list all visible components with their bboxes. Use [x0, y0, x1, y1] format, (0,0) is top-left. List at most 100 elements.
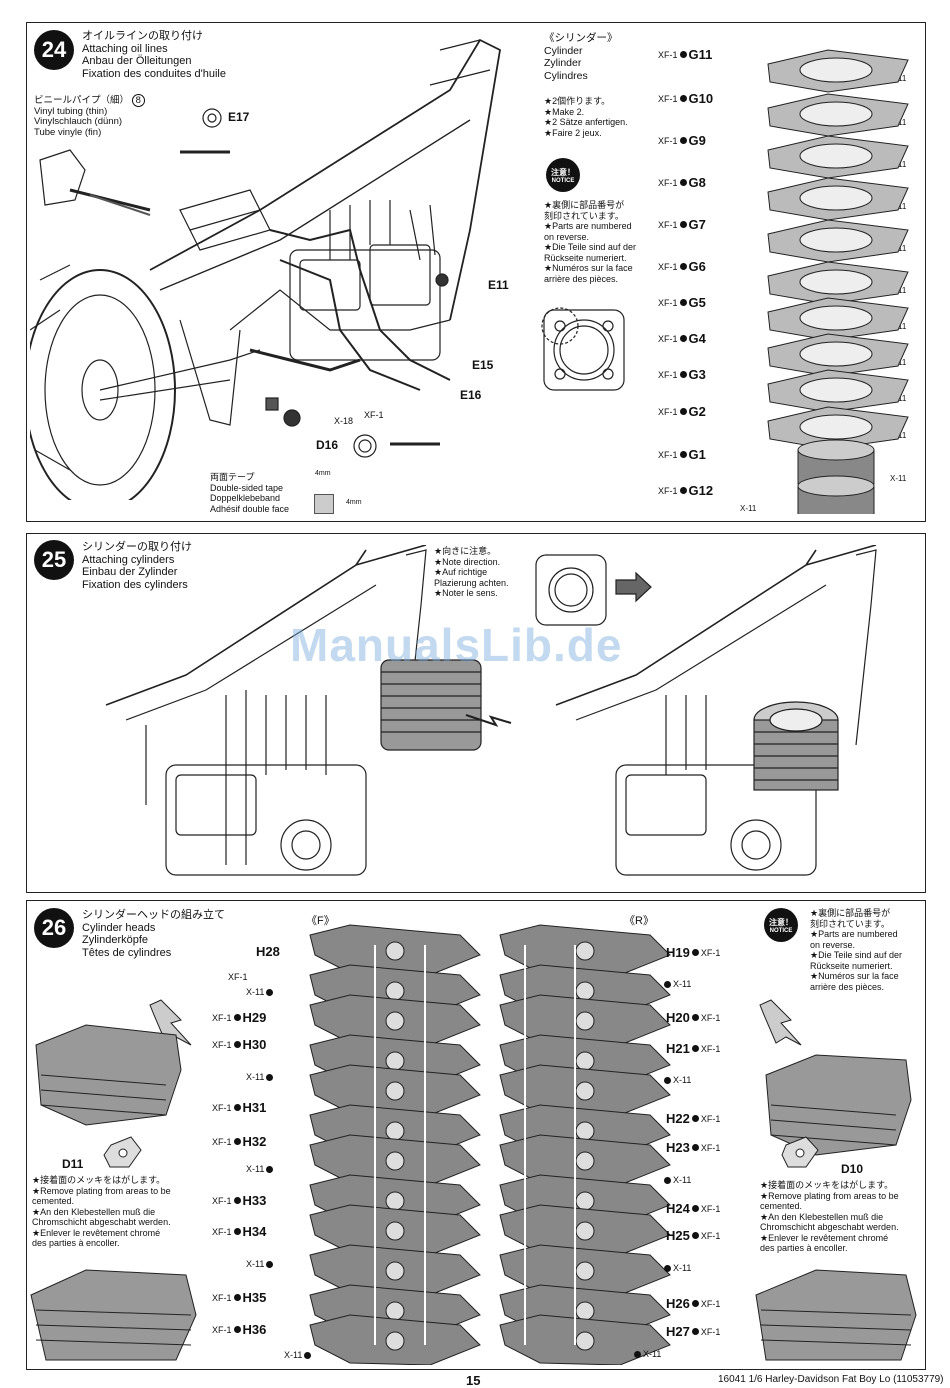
xf1-label: XF-1: [700, 1113, 721, 1124]
footer-model-code: 16041: [718, 1374, 746, 1385]
watermark: ManualsLib.de: [290, 619, 623, 671]
paint-dot-icon: [233, 1041, 241, 1048]
make-note: ★2個作ります。 ★Make 2. ★2 Sätze anfertigen. ★…: [544, 96, 628, 138]
part-id: H26: [666, 1296, 690, 1311]
x11-text: X-11: [246, 987, 265, 997]
xf1-label: XF-1: [658, 135, 678, 146]
s25-title-de: Einbau der Zylinder: [82, 566, 178, 578]
xf1-label: XF-1: [212, 1039, 232, 1050]
xf1-label: XF-1: [700, 1203, 721, 1214]
part-id: H20: [666, 1010, 690, 1025]
paint-dot-icon: [233, 1014, 241, 1021]
plat-l-jp: ★接着面のメッキをはがします。: [32, 1175, 166, 1185]
paint-dot-icon: [691, 1144, 699, 1151]
plat-l-de1: ★An den Klebestellen muß die: [32, 1206, 156, 1217]
paint-dot-icon: [679, 51, 687, 58]
paint-dot-icon: [679, 451, 687, 458]
head-part-h28: H28: [256, 944, 280, 959]
notice-badge-26: 注意！ NOTICE: [764, 908, 798, 942]
xf1-label: XF-1: [700, 1326, 721, 1337]
head-part-h30: XF-1 H30: [212, 1037, 266, 1052]
tubing-de: Vinylschlauch (dünn): [34, 116, 123, 127]
notice-jp: 注意！: [551, 167, 575, 177]
part-id: H30: [242, 1037, 267, 1052]
paint-dot-icon: [233, 1104, 241, 1111]
xf1-label: XF-1: [658, 449, 678, 460]
paint-dot-icon: [691, 1232, 699, 1239]
rear-label: 《R》: [624, 915, 654, 927]
x11-text: X-11: [673, 1175, 692, 1185]
part-id: H35: [242, 1290, 267, 1305]
head-plate-stacks: [309, 924, 671, 1365]
step-25-title: シリンダーの取り付け Attaching cylinders Einbau de…: [82, 541, 192, 591]
rev26-fr1: ★Numéros sur la face: [810, 971, 899, 981]
tape-jp: 両面テープ: [210, 472, 255, 482]
paint-dot-icon: [266, 1260, 274, 1268]
x11-text: X-11: [246, 1259, 265, 1269]
part-id: H32: [242, 1134, 267, 1149]
rev26-de2: Rückseite numeriert.: [810, 960, 893, 971]
paint-dot-icon: [679, 263, 687, 270]
paint-dot-icon: [679, 179, 687, 186]
plating-note-left: ★接着面のメッキをはがします。 ★Remove plating from are…: [32, 1175, 171, 1249]
xf1-label: XF-1: [658, 177, 678, 188]
tubing-note: ビニールパイプ（細） 8 Vinyl tubing (thin) Vinylsc…: [34, 94, 145, 138]
x11-label-front-3: X-11: [246, 1259, 275, 1269]
rev-en1: ★Parts are numbered: [544, 221, 632, 231]
xf1-label: XF-1: [212, 1012, 232, 1023]
x11-text: X-11: [673, 1263, 692, 1273]
paint-dot-icon: [664, 1076, 671, 1084]
x11-label-front-0: X-11: [246, 987, 275, 997]
make-fr: ★Faire 2 jeux.: [544, 127, 602, 138]
part-e11: E11: [488, 278, 509, 292]
part-id: H28: [256, 944, 280, 959]
paint-dot-icon: [679, 487, 687, 494]
step-25-number: 25: [34, 540, 74, 580]
part-id: H19: [666, 945, 690, 960]
part-id: H22: [666, 1111, 690, 1126]
part-id: G11: [688, 47, 713, 62]
xf1-label: XF-1: [658, 49, 678, 60]
part-id: G9: [688, 133, 706, 148]
s25-title-en: Attaching cylinders: [82, 553, 175, 566]
plat-r-en2: cemented.: [760, 1201, 803, 1211]
cyl-part-g9: XF-1 G9: [658, 133, 706, 148]
plat-l-en1: ★Remove plating from areas to be: [32, 1185, 171, 1196]
paint-dot-icon: [634, 1350, 641, 1358]
paint-dot-icon: [691, 1205, 699, 1212]
dir-jp: ★向きに注意。: [434, 546, 497, 556]
plat-r-fr2: des parties à encoller.: [760, 1243, 848, 1253]
s26-title-fr: Têtes de cylindres: [82, 946, 172, 959]
tubing-num: 8: [131, 94, 145, 107]
paint-dot-icon: [233, 1138, 241, 1145]
rev-de1: ★Die Teile sind auf der: [544, 242, 636, 252]
xf1-label: XF-1: [212, 1195, 232, 1206]
paint-dot-icon: [679, 137, 687, 144]
title-jp: オイルラインの取り付け: [82, 30, 203, 42]
step-24-title: オイルラインの取り付け Attaching oil lines Anbau de…: [82, 30, 226, 80]
x11-label-g1: X-11: [890, 474, 907, 483]
part-id: G6: [688, 259, 706, 274]
part-e17: E17: [228, 110, 250, 124]
xf1-label: XF-1: [212, 1324, 232, 1335]
notice-26-jp: 注意！: [769, 917, 793, 927]
notice-badge: 注意！ NOTICE: [546, 158, 580, 192]
make-de: ★2 Sätze anfertigen.: [544, 117, 628, 127]
x11-label-front-4: X-11: [284, 1350, 313, 1360]
notice-26-en: NOTICE: [769, 927, 793, 934]
plat-l-en2: cemented.: [32, 1196, 75, 1206]
front-label: 《F》: [306, 915, 335, 927]
step-26-title: シリンダーヘッドの組み立て Cylinder heads Zylinderköp…: [82, 909, 225, 959]
part-e16: E16: [460, 388, 482, 402]
head-part-h22: H22 XF-1: [666, 1111, 720, 1126]
